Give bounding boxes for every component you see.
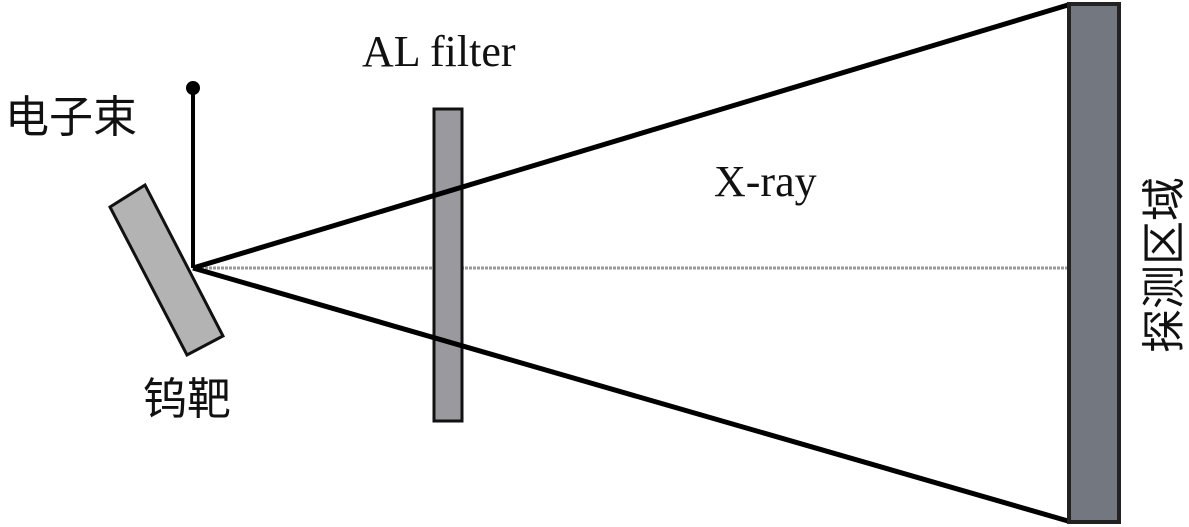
detector-panel	[1067, 2, 1121, 524]
xray-lower-ray	[192, 265, 1069, 524]
al-filter-label: AL filter	[362, 27, 516, 76]
electron-beam-label: 电子束	[5, 92, 137, 143]
tungsten-target	[108, 182, 226, 358]
al-filter-plate	[432, 107, 464, 423]
xray-label: X-ray	[714, 157, 817, 206]
electron-source-dot	[186, 81, 200, 95]
tungsten-target-label: 钨靶	[143, 374, 231, 425]
detection-region-label: 探测区域	[1139, 177, 1189, 353]
xray-upper-ray	[192, 2, 1069, 271]
